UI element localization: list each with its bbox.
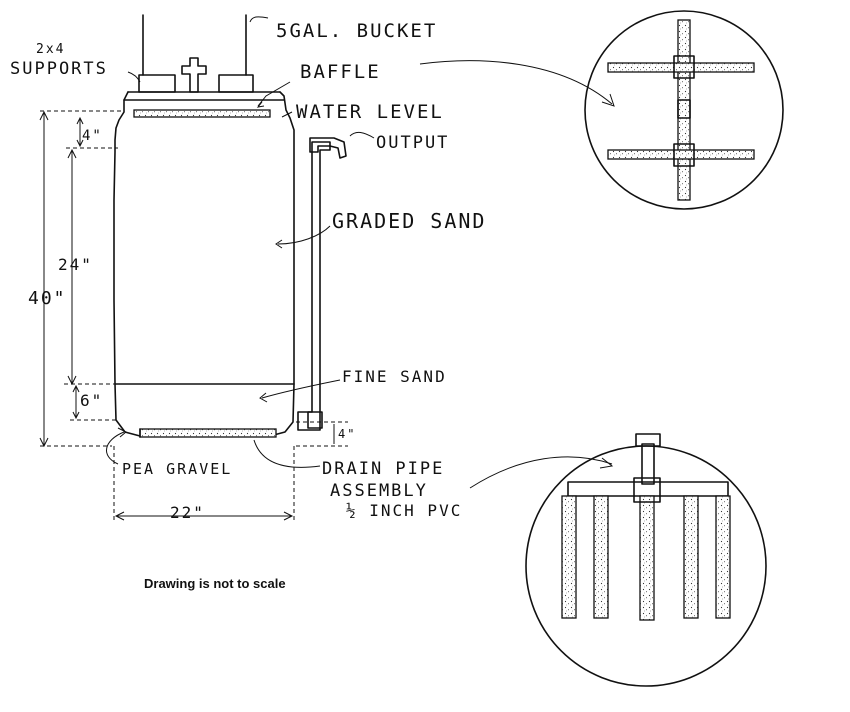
dim-gravel-depth: 4" xyxy=(338,427,356,441)
label-bucket: 5GAL. BUCKET xyxy=(276,20,437,42)
dim-top-gap: 4" xyxy=(82,128,103,144)
inlet-cross-fitting xyxy=(181,57,207,93)
output-pipe xyxy=(297,137,347,431)
drain-assembly-detail xyxy=(525,433,767,687)
label-pea-gravel: PEA GRAVEL xyxy=(122,460,232,478)
supports-leader-arrow xyxy=(127,71,141,83)
bucket xyxy=(142,14,247,76)
baffle-detail xyxy=(584,10,784,210)
label-water-level: WATER LEVEL xyxy=(296,101,444,123)
dim-width: 22" xyxy=(170,503,205,522)
bucket-leader-arrow xyxy=(249,16,269,23)
supports xyxy=(127,74,281,93)
label-drain-1: DRAIN PIPE xyxy=(322,459,444,479)
dimension-lines xyxy=(39,110,348,522)
fine-sand-leader xyxy=(261,379,341,399)
baffle-arrowhead xyxy=(256,101,265,108)
label-supports-2: SUPPORTS xyxy=(10,59,108,79)
label-drain-3: ½ INCH PVC xyxy=(346,501,462,520)
scale-note: Drawing is not to scale xyxy=(144,576,286,591)
dim-fine-depth: 6" xyxy=(80,391,103,410)
baffle-leader xyxy=(257,81,291,107)
label-baffle: BAFFLE xyxy=(300,61,381,83)
dim-graded-depth: 24" xyxy=(58,255,93,274)
label-drain-2: ASSEMBLY xyxy=(330,481,428,501)
label-graded-sand: GRADED SAND xyxy=(332,209,486,233)
output-leader xyxy=(349,131,375,139)
dim-total-height: 40" xyxy=(28,288,67,309)
label-fine-sand: FINE SAND xyxy=(342,367,447,386)
baffle-detail-leader xyxy=(419,60,613,105)
drain-pipe xyxy=(139,428,277,438)
label-output: OUTPUT xyxy=(376,133,449,153)
label-supports-1: 2x4 xyxy=(36,42,65,57)
drain-detail-leader xyxy=(469,456,613,489)
drain-pipe-leader xyxy=(253,439,321,468)
graded-sand-leader xyxy=(277,225,331,245)
baffle xyxy=(133,109,271,118)
barrel-outline xyxy=(113,91,295,437)
water-level-leader xyxy=(281,111,293,118)
